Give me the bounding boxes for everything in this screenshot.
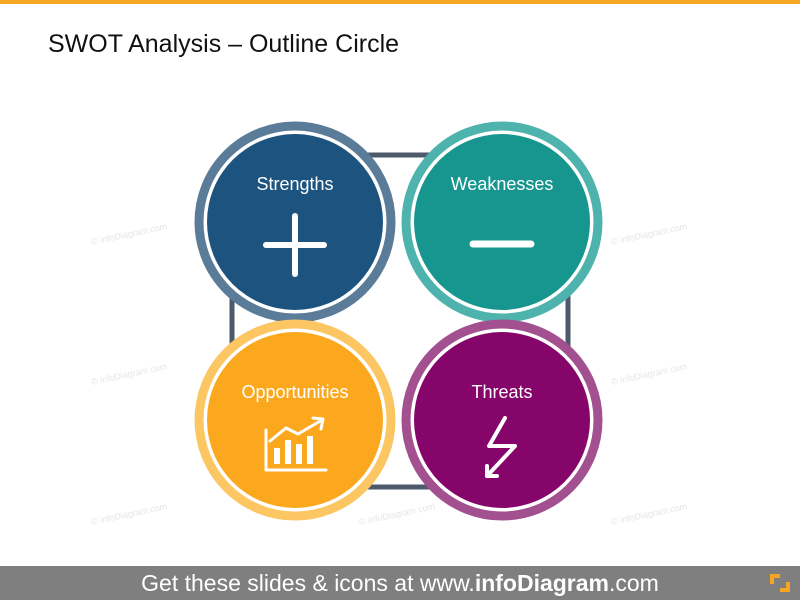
watermark: © infoDiagram.com bbox=[90, 501, 168, 527]
quadrant-label: Weaknesses bbox=[451, 174, 554, 194]
connector-ring bbox=[229, 152, 571, 490]
quadrant-strengths: Strengths bbox=[194, 121, 396, 323]
footer-suffix: .com bbox=[609, 569, 659, 596]
watermark: © infoDiagram.com bbox=[610, 501, 688, 527]
quadrant-label: Threats bbox=[471, 382, 532, 402]
top-accent-bar bbox=[0, 0, 800, 4]
swot-diagram: © infoDiagram.com © infoDiagram.com © in… bbox=[90, 121, 688, 527]
infodiagram-logo-icon bbox=[770, 574, 790, 592]
footer-banner: Get these slides & icons at www.infoDiag… bbox=[0, 566, 800, 600]
quadrant-weaknesses: Weaknesses bbox=[401, 121, 603, 323]
watermark: © infoDiagram.com bbox=[610, 221, 688, 247]
watermark: © infoDiagram.com bbox=[90, 361, 168, 387]
watermark: © infoDiagram.com bbox=[90, 221, 168, 247]
footer-prefix: Get these slides & icons at www. bbox=[141, 569, 475, 596]
plus-icon bbox=[263, 213, 327, 277]
lightning-arrow-icon bbox=[485, 416, 517, 478]
watermarks: © infoDiagram.com © infoDiagram.com © in… bbox=[90, 221, 688, 527]
watermark: © infoDiagram.com bbox=[358, 501, 436, 527]
quadrant-label: Strengths bbox=[256, 174, 333, 194]
circle-fill bbox=[207, 332, 383, 508]
quadrant-opportunities: Opportunities bbox=[194, 319, 396, 521]
circle-fill bbox=[414, 134, 590, 310]
page-title: SWOT Analysis – Outline Circle bbox=[48, 30, 400, 58]
footer-brand: infoDiagram bbox=[474, 569, 609, 596]
growth-chart-icon bbox=[264, 416, 328, 472]
quadrant-label: Opportunities bbox=[241, 382, 348, 402]
watermark: © infoDiagram.com bbox=[610, 361, 688, 387]
footer-text: Get these slides & icons at www.infoDiag… bbox=[141, 570, 659, 597]
quadrant-threats: Threats bbox=[401, 319, 603, 521]
